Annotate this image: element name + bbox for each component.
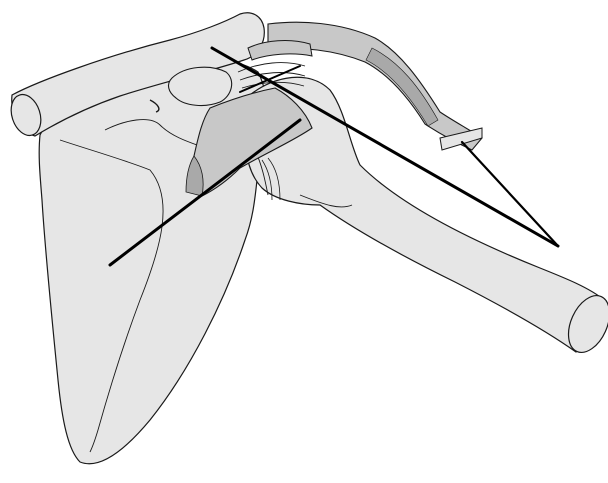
coracoid-process xyxy=(169,67,232,105)
force-line-deltoid xyxy=(462,142,558,246)
